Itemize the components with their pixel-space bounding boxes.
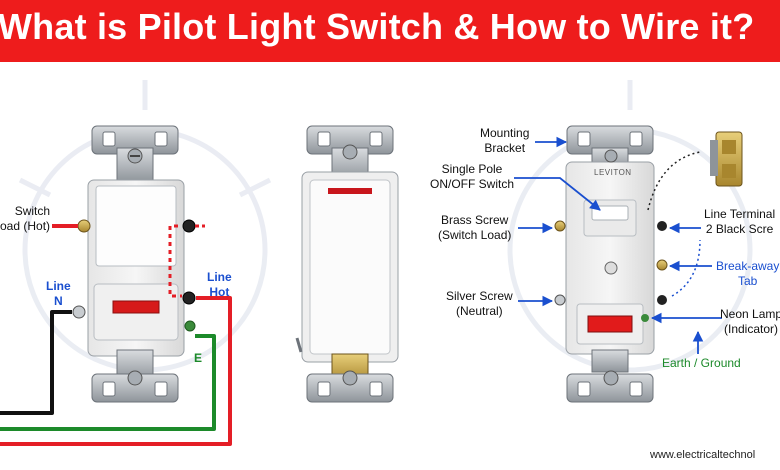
- switch-load-label-line2: oad (Hot): [0, 219, 51, 233]
- neon-lamp-label-line1: Neon Lamp: [720, 307, 780, 321]
- line-terminal-label: Line Terminal 2 Black Scre: [704, 207, 775, 237]
- earth-ground-label: Earth / Ground: [662, 356, 741, 370]
- left-pilot-switch: [72, 125, 196, 403]
- single-pole-label-line2: ON/OFF Switch: [430, 177, 515, 191]
- brand-mark: LEVITON: [594, 168, 632, 177]
- neon-lamp-label: Neon Lamp (Indicator): [720, 307, 780, 337]
- wiring: [0, 224, 232, 446]
- earth-label: E: [194, 351, 203, 365]
- mounting-bracket-label-line1: Mounting: [480, 126, 530, 140]
- line-n-label-line1: Line: [46, 279, 71, 293]
- brass-screw-label-line1: Brass Screw: [441, 213, 509, 227]
- silver-screw-label-line2: (Neutral): [456, 304, 503, 318]
- middle-pilot-switch: [295, 125, 399, 403]
- label-arrows: [514, 136, 722, 354]
- line-hot-label-line2: Hot: [209, 285, 230, 299]
- mounting-bracket-label: Mounting Bracket: [480, 126, 529, 156]
- title-banner: What is Pilot Light Switch & How to Wire…: [0, 0, 780, 62]
- page-title: What is Pilot Light Switch & How to Wire…: [0, 6, 755, 47]
- breakaway-tab-label-line2: Tab: [738, 274, 758, 288]
- right-pilot-switch: [554, 125, 743, 403]
- line-terminal-label-line2: 2 Black Scre: [705, 222, 774, 236]
- line-n-label-line2: N: [54, 294, 63, 308]
- line-hot-label: Line Hot: [207, 270, 232, 300]
- silver-screw-label: Silver Screw (Neutral): [446, 289, 513, 319]
- mounting-bracket-label-line2: Bracket: [484, 141, 526, 155]
- breakaway-tab-label-line1: Break-away: [716, 259, 780, 273]
- switch-load-label-line1: Switch: [14, 204, 51, 218]
- line-n-label: Line N: [46, 279, 71, 309]
- silver-screw-label-line1: Silver Screw: [446, 289, 513, 303]
- website-url: www.electricaltechnol: [650, 449, 756, 461]
- line-hot-label-line1: Line: [207, 270, 232, 284]
- single-pole-label-line1: Single Pole: [441, 162, 503, 176]
- breakaway-tab-label: Break-away Tab: [716, 259, 779, 289]
- switch-load-label: Switch oad (Hot): [0, 204, 50, 234]
- brass-screw-label-line2: (Switch Load): [438, 228, 512, 242]
- neon-lamp-label-line2: (Indicator): [724, 322, 779, 336]
- single-pole-label: Single Pole ON/OFF Switch: [430, 162, 514, 192]
- brass-screw-label: Brass Screw (Switch Load): [438, 213, 511, 243]
- line-terminal-label-line1: Line Terminal: [704, 207, 776, 221]
